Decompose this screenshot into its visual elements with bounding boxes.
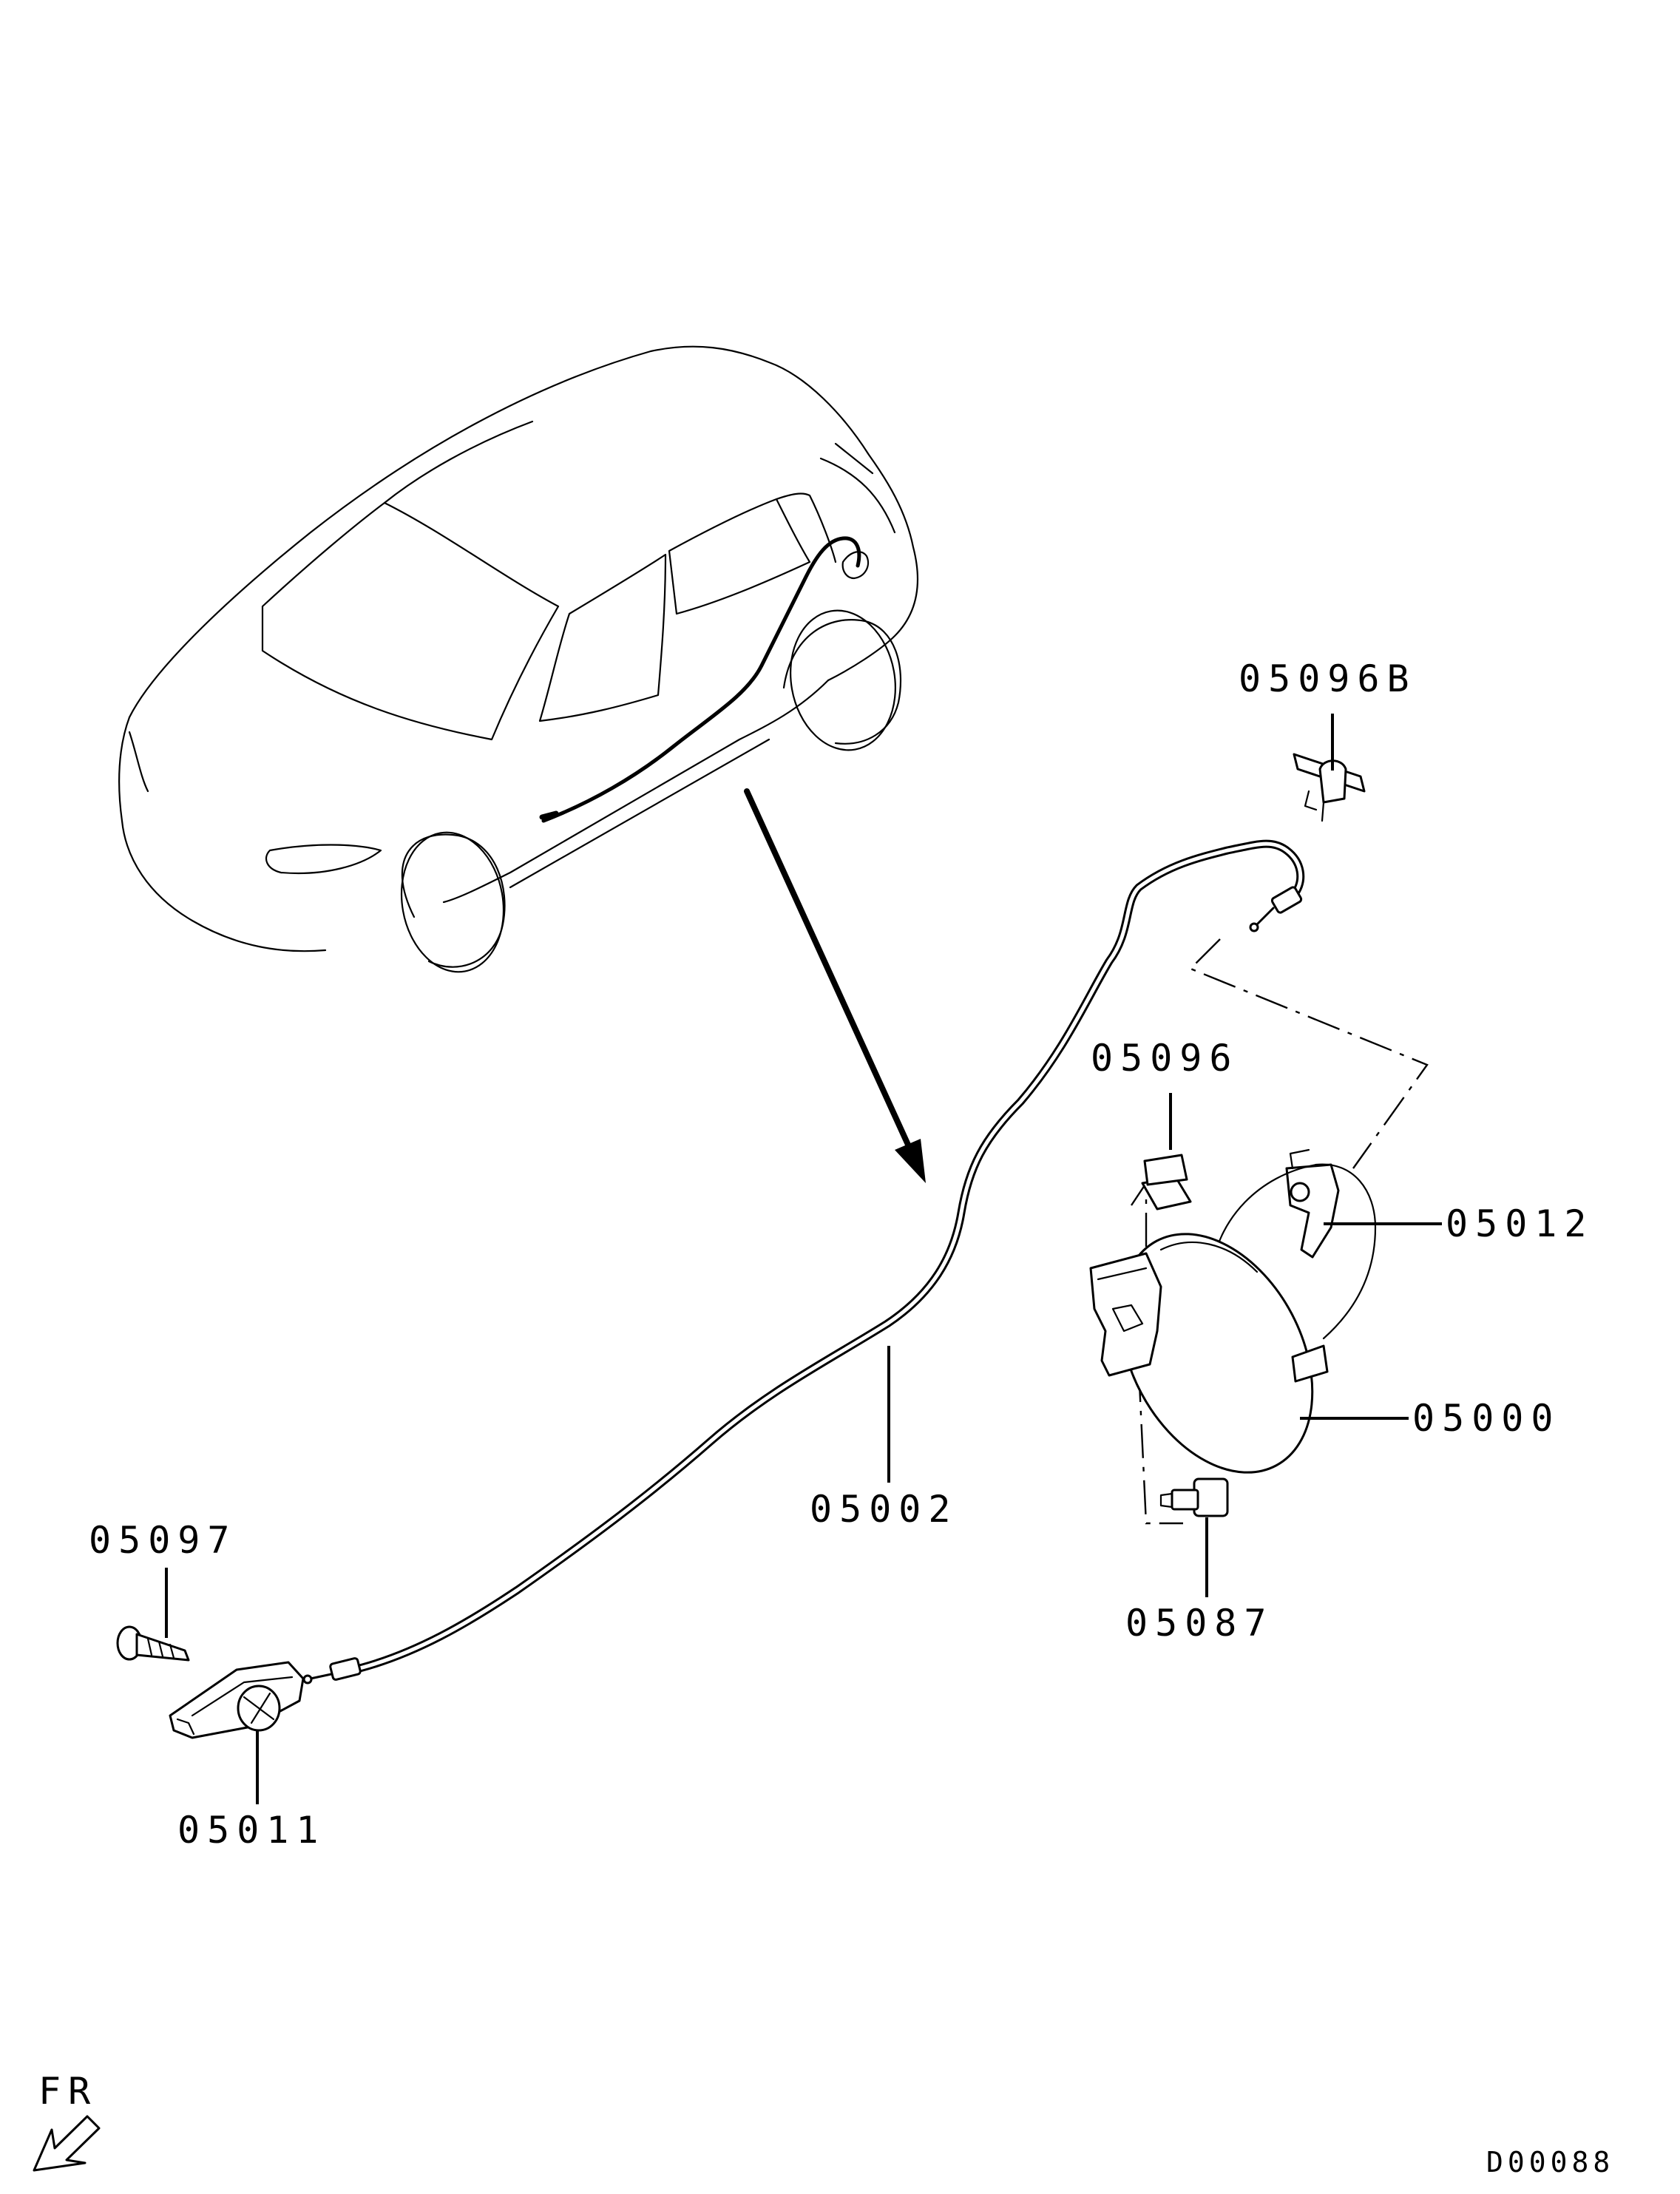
callout-05011: 05011 (177, 1809, 326, 1852)
callout-05002: 05002 (810, 1488, 958, 1531)
front-direction-label: FR (38, 2070, 98, 2113)
lock-boundary-curve (1211, 1163, 1377, 1340)
callout-05087: 05087 (1125, 1602, 1274, 1645)
diagram-id: D00088 (1486, 2146, 1614, 2178)
part-05096b-clip (1293, 753, 1366, 822)
part-05011-release-handle (169, 1661, 305, 1739)
front-direction-indicator: FR (33, 2070, 101, 2172)
part-05097-screw (116, 1625, 190, 1662)
part-05096-clip (1141, 1154, 1192, 1211)
callout-05012: 05012 (1446, 1202, 1594, 1245)
callout-05097: 05097 (89, 1519, 237, 1562)
leader-lines (165, 714, 1442, 1804)
callout-05096b: 05096B (1239, 657, 1417, 700)
callout-05000: 05000 (1412, 1397, 1561, 1440)
part-05087-screw (1159, 1477, 1229, 1517)
part-05012-lid-lock (1285, 1148, 1340, 1259)
vehicle-outline (118, 345, 919, 973)
front-direction-arrow-icon (33, 2115, 101, 2172)
fuel-lid-release-cable (302, 839, 1305, 1685)
callout-05096: 05096 (1091, 1037, 1239, 1080)
detail-arrow (744, 788, 926, 1183)
part-05000-fuel-lid (1089, 1233, 1329, 1474)
